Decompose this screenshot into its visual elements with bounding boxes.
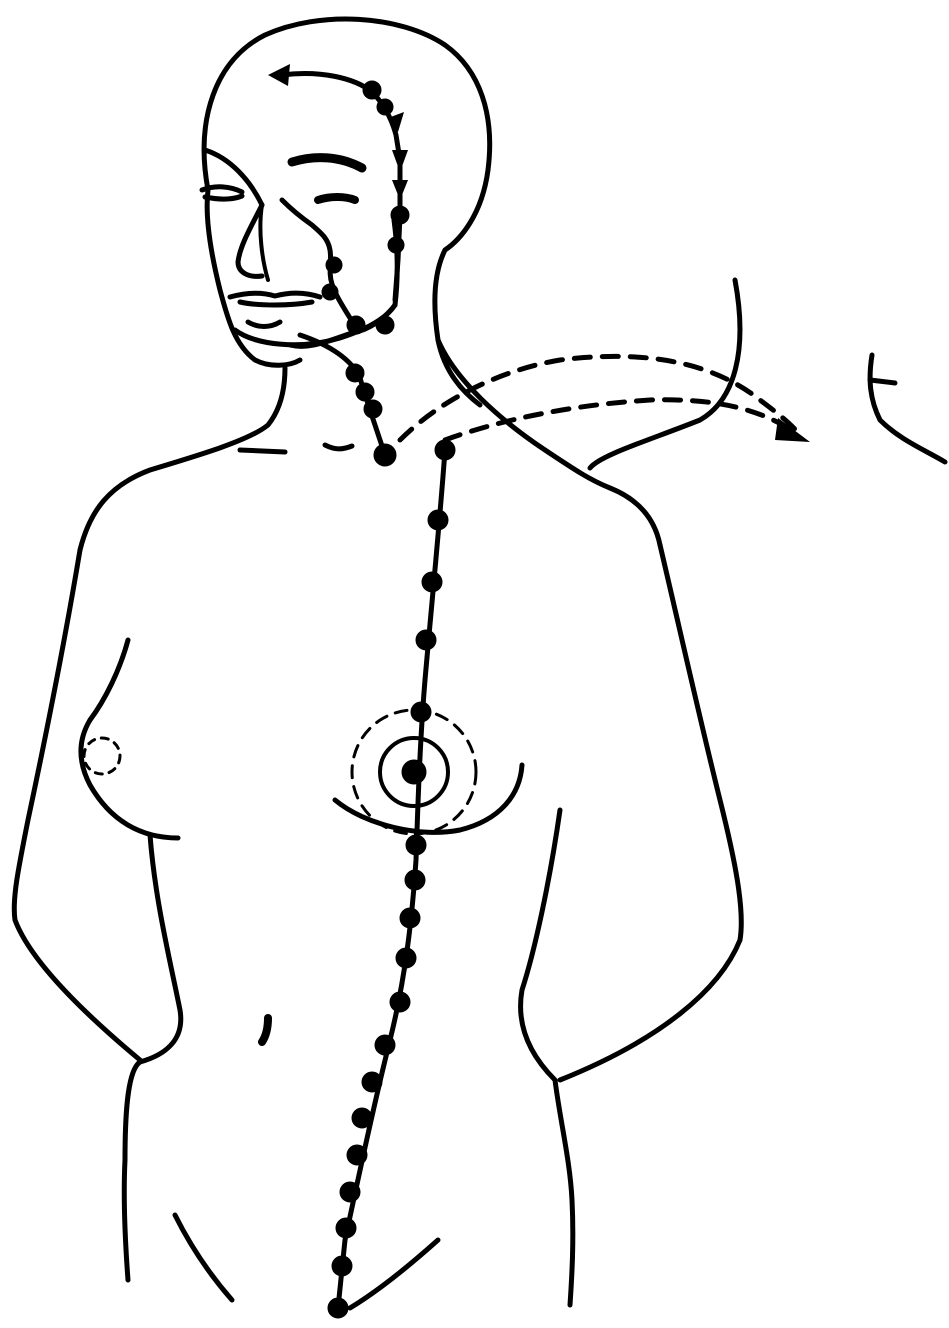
dashed-arrows [400, 356, 800, 440]
neck-and-shoulders [80, 280, 945, 550]
arrowhead-icon [775, 418, 810, 442]
nipple-concentric-circles [352, 710, 476, 834]
meridian-path-neck [290, 305, 395, 464]
lower-body-details [175, 1018, 438, 1308]
meridian-path-trunk [330, 442, 453, 1316]
arms-outline [14, 545, 741, 1305]
breasts [81, 720, 522, 838]
